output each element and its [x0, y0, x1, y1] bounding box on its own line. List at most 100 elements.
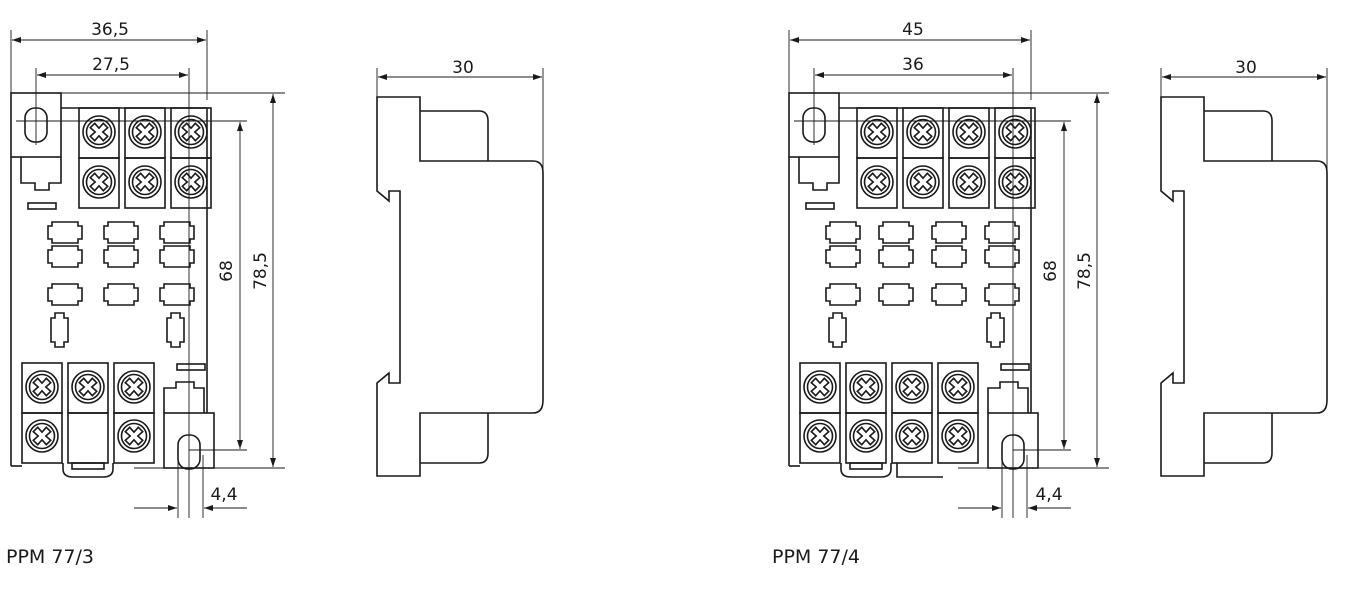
contact-slot	[159, 245, 195, 268]
dim-hole-spacing-h-b: 36	[902, 55, 924, 75]
screw-head	[955, 168, 983, 196]
screw-head	[863, 168, 891, 196]
contact-slot	[931, 221, 967, 244]
screw-outer-ring	[117, 419, 151, 453]
coil-slot	[166, 312, 185, 348]
screw-outer-ring	[906, 115, 940, 149]
screw-head	[909, 118, 937, 146]
contact-slot	[103, 283, 139, 306]
contact-slot	[984, 221, 1020, 244]
screw-terminal-icon	[117, 419, 151, 453]
terminal-block	[948, 157, 990, 209]
side-view-ppm-77-4	[1160, 68, 1328, 477]
indicator-slot	[805, 202, 835, 210]
screw-cross-slot	[135, 172, 155, 192]
dim-hole-width-a: 4,4	[210, 485, 237, 505]
screw-cross-slot	[959, 172, 979, 192]
bottom-strap-inner	[849, 462, 883, 470]
contact-slot	[47, 245, 83, 268]
screw-cross-slot	[867, 172, 887, 192]
screw-head	[120, 373, 148, 401]
screw-head	[806, 422, 834, 450]
screw-terminal-icon	[906, 165, 940, 199]
screw-cross-slot	[181, 172, 201, 192]
dim-overall-height-b: 78,5	[1075, 252, 1095, 290]
screw-head	[806, 373, 834, 401]
contact-slot	[984, 283, 1020, 306]
contact-slot	[159, 283, 195, 306]
bottom-strap-inner	[71, 462, 105, 470]
terminal-cover-bottom	[1204, 413, 1273, 464]
terminal-block	[799, 412, 841, 464]
screw-cross-slot	[948, 377, 968, 397]
model-caption-ppm-77-3: PPM 77/3	[6, 546, 95, 568]
screw-terminal-icon	[998, 165, 1032, 199]
screw-terminal-icon	[941, 419, 975, 453]
latch-clip	[20, 157, 62, 191]
screw-outer-ring	[82, 115, 116, 149]
screw-head	[944, 422, 972, 450]
screw-cross-slot	[913, 172, 933, 192]
front-view-ppm-77-3	[10, 30, 285, 518]
screw-terminal-icon	[860, 165, 894, 199]
screw-terminal-icon	[25, 370, 59, 404]
screw-head	[898, 373, 926, 401]
screw-head	[1001, 118, 1029, 146]
screw-outer-ring	[117, 370, 151, 404]
screw-cross-slot	[1005, 172, 1025, 192]
contact-slot	[984, 245, 1020, 268]
screw-terminal-icon	[803, 370, 837, 404]
screw-head	[28, 422, 56, 450]
screw-head	[85, 118, 113, 146]
screw-outer-ring	[941, 419, 975, 453]
screw-terminal-icon	[849, 419, 883, 453]
contact-slot	[47, 221, 83, 244]
screw-cross-slot	[856, 377, 876, 397]
contact-slot	[825, 283, 861, 306]
screw-outer-ring	[895, 419, 929, 453]
contact-slot	[825, 245, 861, 268]
screw-outer-ring	[860, 165, 894, 199]
screw-cross-slot	[856, 426, 876, 446]
screw-cross-slot	[810, 426, 830, 446]
side-view-ppm-77-3	[376, 68, 544, 477]
bottom-step	[896, 463, 943, 478]
screw-cross-slot	[124, 377, 144, 397]
terminal-block	[937, 412, 979, 464]
screw-cross-slot	[32, 426, 52, 446]
dim-overall-width-a: 36,5	[91, 20, 129, 40]
screw-outer-ring	[82, 165, 116, 199]
contact-slot	[931, 245, 967, 268]
screw-cross-slot	[32, 377, 52, 397]
screw-head	[74, 373, 102, 401]
dim-depth-a: 30	[452, 58, 474, 78]
screw-cross-slot	[78, 377, 98, 397]
screw-cross-slot	[181, 122, 201, 142]
dim-overall-height-a: 78,5	[251, 252, 271, 290]
screw-head	[909, 168, 937, 196]
dim-depth-b: 30	[1235, 58, 1257, 78]
screw-cross-slot	[135, 122, 155, 142]
side-profile	[1160, 96, 1328, 477]
contact-slot	[103, 221, 139, 244]
terminal-block	[113, 412, 155, 464]
latch-clip	[798, 157, 840, 191]
screw-terminal-icon	[128, 115, 162, 149]
screw-cross-slot	[810, 377, 830, 397]
screw-outer-ring	[803, 419, 837, 453]
screw-terminal-icon	[952, 115, 986, 149]
terminal-block	[856, 157, 898, 209]
screw-head	[131, 168, 159, 196]
screw-terminal-icon	[71, 370, 105, 404]
contact-slot	[878, 221, 914, 244]
contact-slot	[878, 245, 914, 268]
coil-slot	[986, 312, 1005, 348]
screw-outer-ring	[906, 165, 940, 199]
terminal-cover-top	[1204, 110, 1273, 161]
screw-terminal-icon	[941, 370, 975, 404]
screw-head	[852, 373, 880, 401]
screw-cross-slot	[89, 172, 109, 192]
screw-terminal-icon	[117, 370, 151, 404]
screw-terminal-icon	[849, 370, 883, 404]
